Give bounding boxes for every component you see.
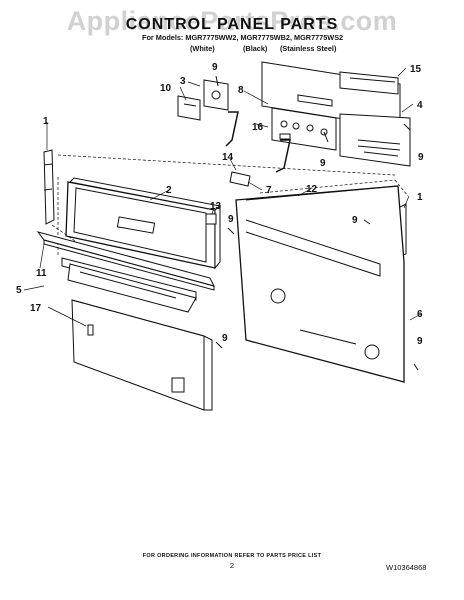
callout-1-left: 1 [43, 116, 49, 127]
callout-9-e: 9 [352, 215, 358, 226]
page-number: 2 [229, 561, 235, 570]
callout-9-g: 9 [417, 336, 423, 347]
callout-5: 5 [16, 285, 22, 296]
bottom-panel-part-17 [71, 299, 213, 411]
color-white: (White) [190, 44, 215, 53]
clip-part-13 [205, 213, 217, 225]
callout-2: 2 [166, 185, 172, 196]
callout-13: 13 [210, 201, 222, 212]
spacer-part-3 [203, 79, 229, 111]
bracket-part-14 [229, 171, 251, 187]
callout-16: 16 [252, 122, 264, 133]
watermark: AppliancePartsPros.com [66, 6, 398, 36]
callout-12: 12 [306, 184, 318, 195]
callout-4: 4 [417, 100, 423, 111]
callout-9-b: 9 [320, 158, 326, 169]
lower-bracket-part-5 [61, 257, 197, 313]
end-cap-part-1-left [43, 149, 55, 225]
screw-parts-9 [215, 75, 419, 371]
callout-14: 14 [222, 152, 234, 163]
callout-17: 17 [30, 303, 42, 314]
callout-9-d: 9 [228, 214, 234, 225]
callout-1-right: 1 [417, 192, 423, 203]
alignment-line-top [57, 154, 396, 176]
color-black: (Black) [243, 44, 268, 53]
callout-9-a: 9 [212, 62, 218, 73]
rear-panel-part-6 [235, 185, 405, 383]
callout-15: 15 [410, 64, 422, 75]
page-title: CONTROL PANEL PARTS [125, 16, 339, 33]
control-panel-part-2 [65, 177, 222, 270]
callout-9-c: 9 [418, 152, 424, 163]
callout-9-f: 9 [222, 333, 228, 344]
bracket-part-16-right [275, 139, 291, 173]
callout-8: 8 [238, 85, 244, 96]
ordering-note: FOR ORDERING INFORMATION REFER TO PARTS … [142, 553, 322, 559]
callout-10: 10 [160, 83, 172, 94]
document-number: W10364868 [386, 563, 427, 572]
color-stainless: (Stainless Steel) [280, 44, 337, 53]
callout-11: 11 [36, 268, 47, 279]
callout-7: 7 [266, 185, 272, 196]
bracket-part-10 [177, 95, 201, 121]
model-list: For Models: MGR7775WW2, MGR7775WB2, MGR7… [142, 33, 344, 42]
callout-3: 3 [180, 76, 186, 87]
callout-6: 6 [417, 309, 423, 320]
bracket-part-16-left [225, 111, 239, 147]
bracket-part-4 [339, 113, 411, 167]
control-panel-trim-part-11 [36, 231, 215, 291]
